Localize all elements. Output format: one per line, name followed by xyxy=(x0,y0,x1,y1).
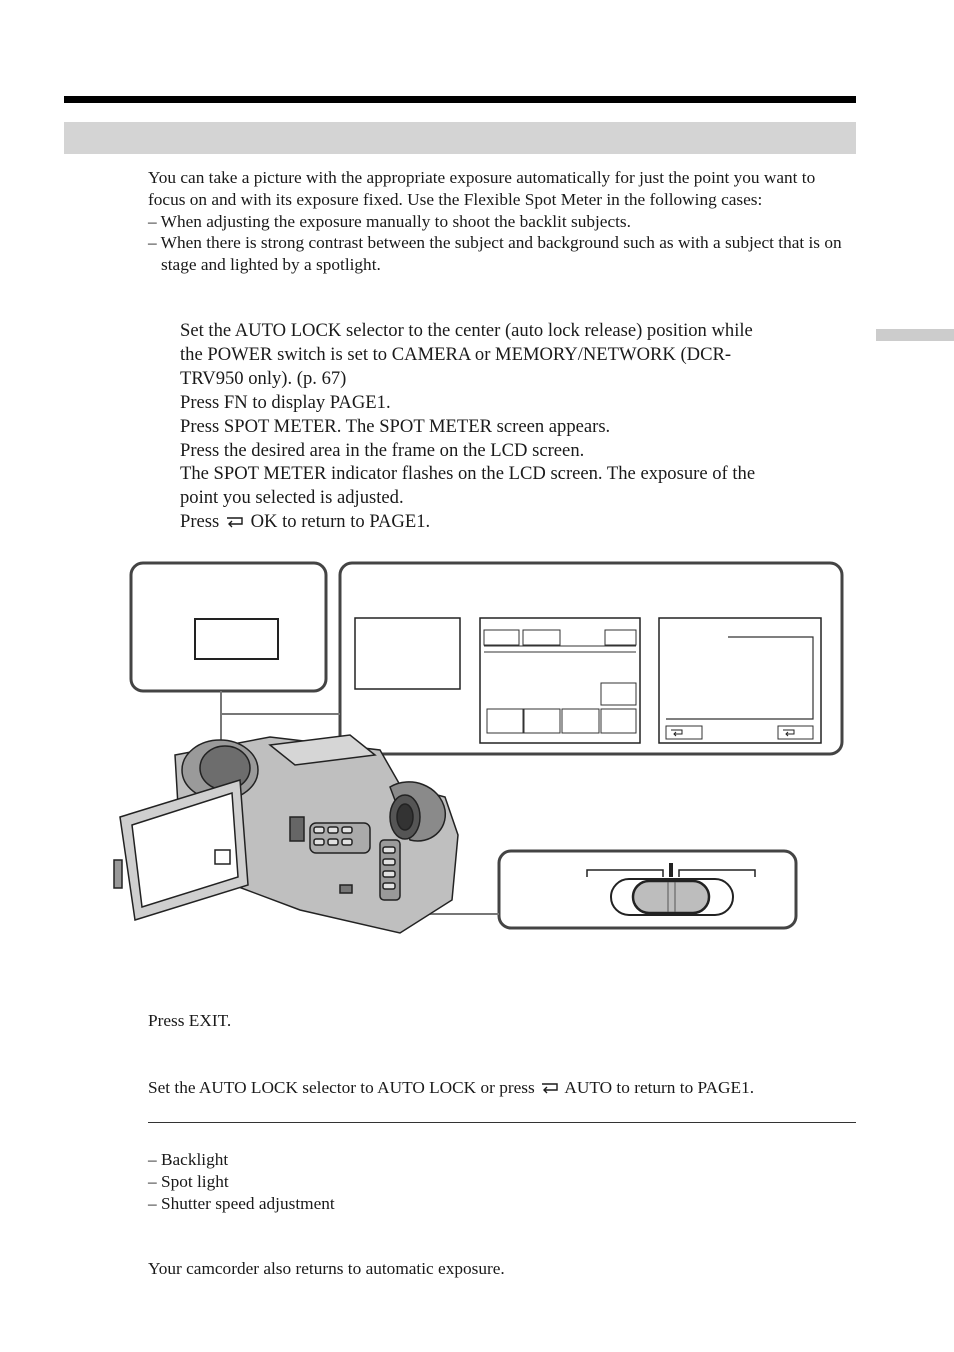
camcorder-lcd-panel xyxy=(113,779,249,921)
return-arrow-icon xyxy=(226,517,243,528)
step-3: Press SPOT METER. The SPOT METER screen … xyxy=(180,415,611,437)
step-4: Press the desired area in the frame on t… xyxy=(180,439,585,461)
chapter-side-tab xyxy=(876,329,954,341)
step-1-line-1: Set the AUTO LOCK selector to the center… xyxy=(180,320,753,341)
auto-return-note: Set the AUTO LOCK selector to AUTO LOCK … xyxy=(148,1077,754,1099)
intro-case-2: – When there is strong contrast between … xyxy=(148,233,842,275)
step-6-after: OK to return to PAGE1. xyxy=(250,511,431,533)
step-6-before: Press xyxy=(180,511,220,533)
lcd-screen-page1 xyxy=(479,617,641,744)
auto-lock-selector-callout xyxy=(497,849,798,930)
intro-paragraph: You can take a picture with the appropri… xyxy=(148,168,816,209)
procedure-steps: Set the AUTO LOCK selector to the center… xyxy=(180,319,840,534)
lcd-screen-1 xyxy=(354,617,461,690)
step-1-line-2: the POWER switch is set to CAMERA or MEM… xyxy=(180,343,732,365)
intro-text: You can take a picture with the appropri… xyxy=(148,167,848,276)
step-6: Press OK to return to PAGE1. xyxy=(180,510,840,534)
spot-meter-indicator-callout xyxy=(129,561,328,693)
camcorder-illustration xyxy=(113,561,844,934)
auto-return-after: AUTO to return to PAGE1. xyxy=(564,1078,755,1097)
list-item: – Backlight xyxy=(148,1150,229,1169)
step-1-line-3: TRV950 only). (p. 67) xyxy=(180,367,347,389)
auto-return-before: Set the AUTO LOCK selector to AUTO LOCK … xyxy=(148,1078,535,1097)
return-arrow-icon xyxy=(542,1083,558,1094)
footer-note: Your camcorder also returns to automatic… xyxy=(148,1259,505,1278)
step-5-line-1: The SPOT METER indicator flashes on the … xyxy=(180,463,756,485)
exit-note: Press EXIT. xyxy=(148,1011,232,1030)
notes-divider xyxy=(148,1122,856,1123)
list-item: – Shutter speed adjustment xyxy=(148,1193,335,1213)
lcd-screens-callout xyxy=(338,561,844,756)
auto-release-list: – Backlight – Spot light – Shutter speed… xyxy=(148,1149,335,1214)
intro-case-1: – When adjusting the exposure manually t… xyxy=(148,211,631,231)
section-title-bar xyxy=(64,122,856,154)
header-rule xyxy=(64,96,856,103)
list-item: – Spot light xyxy=(148,1171,229,1191)
step-5-line-2: point you selected is adjusted. xyxy=(180,487,404,509)
step-2: Press FN to display PAGE1. xyxy=(180,391,391,413)
lcd-screen-spot-meter xyxy=(658,617,822,744)
